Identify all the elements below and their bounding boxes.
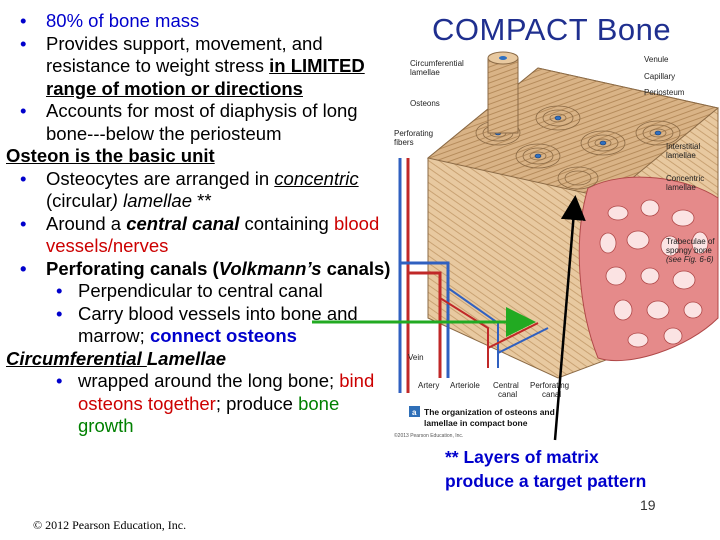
figure-copyright: ©2013 Pearson Education, Inc. xyxy=(394,432,463,439)
heading-part: Lamellae xyxy=(146,347,227,369)
bullet-dot: • xyxy=(56,302,63,324)
heading-part: Circumferential xyxy=(6,347,147,369)
bullet-text: containing xyxy=(239,212,334,234)
caption-letter-box xyxy=(409,406,420,417)
bullet-text: Carry blood vessels into bone and marrow… xyxy=(78,302,358,347)
subbullet-carry-vessels: • Carry blood vessels into bone and marr… xyxy=(0,303,395,348)
label-circumferential: lamellae xyxy=(410,68,440,77)
term-connect-osteons: connect osteons xyxy=(149,325,297,346)
label-perforating-canal: Perforating xyxy=(530,381,569,390)
label-concentric: lamellae xyxy=(666,183,696,192)
term-volkmann: Volkmann’s xyxy=(218,257,322,279)
bullet-text: (circular xyxy=(46,190,112,211)
bullet-dot: • xyxy=(20,212,27,234)
note-line: produce a target pattern xyxy=(445,471,647,491)
bullet-perforating-canals: • Perforating canals (Volkmann’s canals) xyxy=(0,258,395,281)
bullet-dot: • xyxy=(20,10,27,31)
bullet-text: 80% of bone mass xyxy=(46,10,200,31)
page-number: 19 xyxy=(640,497,656,513)
term-concentric: concentric xyxy=(274,167,359,189)
bullet-dot: • xyxy=(56,280,63,301)
label-concentric: Concentric xyxy=(666,174,704,183)
bullet-osteocytes: • Osteocytes are arranged in concentric … xyxy=(0,168,395,213)
spongy-bone xyxy=(578,176,719,362)
term-bone-growth: bone growth xyxy=(78,392,340,437)
bullet-text: canals) xyxy=(321,257,391,279)
label-perforating-fibers: fibers xyxy=(394,138,414,147)
bullet-central-canal: • Around a central canal containing bloo… xyxy=(0,213,395,258)
subbullet-perpendicular: • Perpendicular to central canal xyxy=(0,280,395,303)
label-trabeculae: Trabeculae of xyxy=(666,237,715,246)
label-central-canal: canal xyxy=(498,390,517,399)
page-title: COMPACT Bone xyxy=(432,12,672,47)
label-trabeculae: spongy bone xyxy=(666,246,712,255)
osteon-heading: Osteon is the basic unit xyxy=(6,145,215,166)
label-perforating-canal: canal xyxy=(542,390,561,399)
arrow-to-lamellae xyxy=(553,195,586,441)
copyright: © 2012 Pearson Education, Inc. xyxy=(33,518,187,532)
label-circumferential: Circumferential xyxy=(410,59,464,68)
term-together: together xyxy=(142,392,216,414)
term-bind-osteons: bind osteons xyxy=(78,370,375,414)
label-capillary: Capillary xyxy=(644,72,675,81)
term-blood-vessels: blood vessels/nerves xyxy=(46,212,380,257)
caption-letter: a xyxy=(412,408,417,417)
bullet-text: Around a xyxy=(46,212,127,234)
bullet-text: ; produce xyxy=(215,392,299,414)
label-trabeculae: (see Fig. 6-6) xyxy=(666,255,714,264)
bullet-text: Perforating canals ( xyxy=(46,257,219,279)
target-pattern-note: ** Layers of matrix produce a target pat… xyxy=(445,445,646,493)
term-lamellae: ) lamellae xyxy=(111,190,192,211)
label-venule: Venule xyxy=(644,55,669,64)
bullet-dot: • xyxy=(20,257,27,279)
bullet-text: Accounts for most of diaphysis of long b… xyxy=(46,100,358,144)
bullet-dot: • xyxy=(20,167,27,189)
osteon-column xyxy=(487,51,519,134)
label-vein: Vein xyxy=(408,353,424,362)
note-line: ** Layers of matrix xyxy=(445,447,599,467)
bullet-text: Provides support, movement, and resistan… xyxy=(46,32,323,77)
bullet-dot: • xyxy=(56,370,63,391)
bullet-text: Perpendicular to central canal xyxy=(78,280,323,301)
bullet-bone-mass: • 80% of bone mass xyxy=(0,10,395,33)
label-osteons: Osteons xyxy=(410,99,440,108)
label-periosteum: Periosteum xyxy=(644,88,685,97)
bullet-text: Osteocytes are arranged in xyxy=(46,167,275,189)
note-marker: ** xyxy=(191,190,212,211)
bullet-emphasis: in LIMITED range of motion or directions xyxy=(46,55,365,99)
label-central-canal: Central xyxy=(493,381,519,390)
subbullet-wrapped: • wrapped around the long bone; bind ost… xyxy=(0,370,395,438)
figure-labels: Circumferential lamellae Osteons Perfora… xyxy=(394,55,715,399)
bullet-list: • 80% of bone mass • Provides support, m… xyxy=(0,10,395,438)
bullet-diaphysis: • Accounts for most of diaphysis of long… xyxy=(0,100,395,145)
term-central-canal: central canal xyxy=(126,212,240,234)
figure-caption: a The organization of osteons and lamell… xyxy=(394,406,555,439)
bullet-dot: • xyxy=(20,32,27,54)
caption-line: lamellae in compact bone xyxy=(424,418,528,428)
bullet-text: wrapped around the long bone; xyxy=(78,370,340,391)
label-interstitial: Interstitial xyxy=(666,142,700,151)
label-interstitial: lamellae xyxy=(666,151,696,160)
label-perforating-fibers: Perforating xyxy=(394,129,433,138)
circumferential-heading: Circumferential Lamellae xyxy=(0,348,395,371)
bullet-provides-support: • Provides support, movement, and resist… xyxy=(0,33,395,101)
caption-line: The organization of osteons and xyxy=(424,407,555,417)
label-artery: Artery xyxy=(418,381,439,390)
bullet-dot: • xyxy=(20,100,27,121)
label-arteriole: Arteriole xyxy=(450,381,480,390)
